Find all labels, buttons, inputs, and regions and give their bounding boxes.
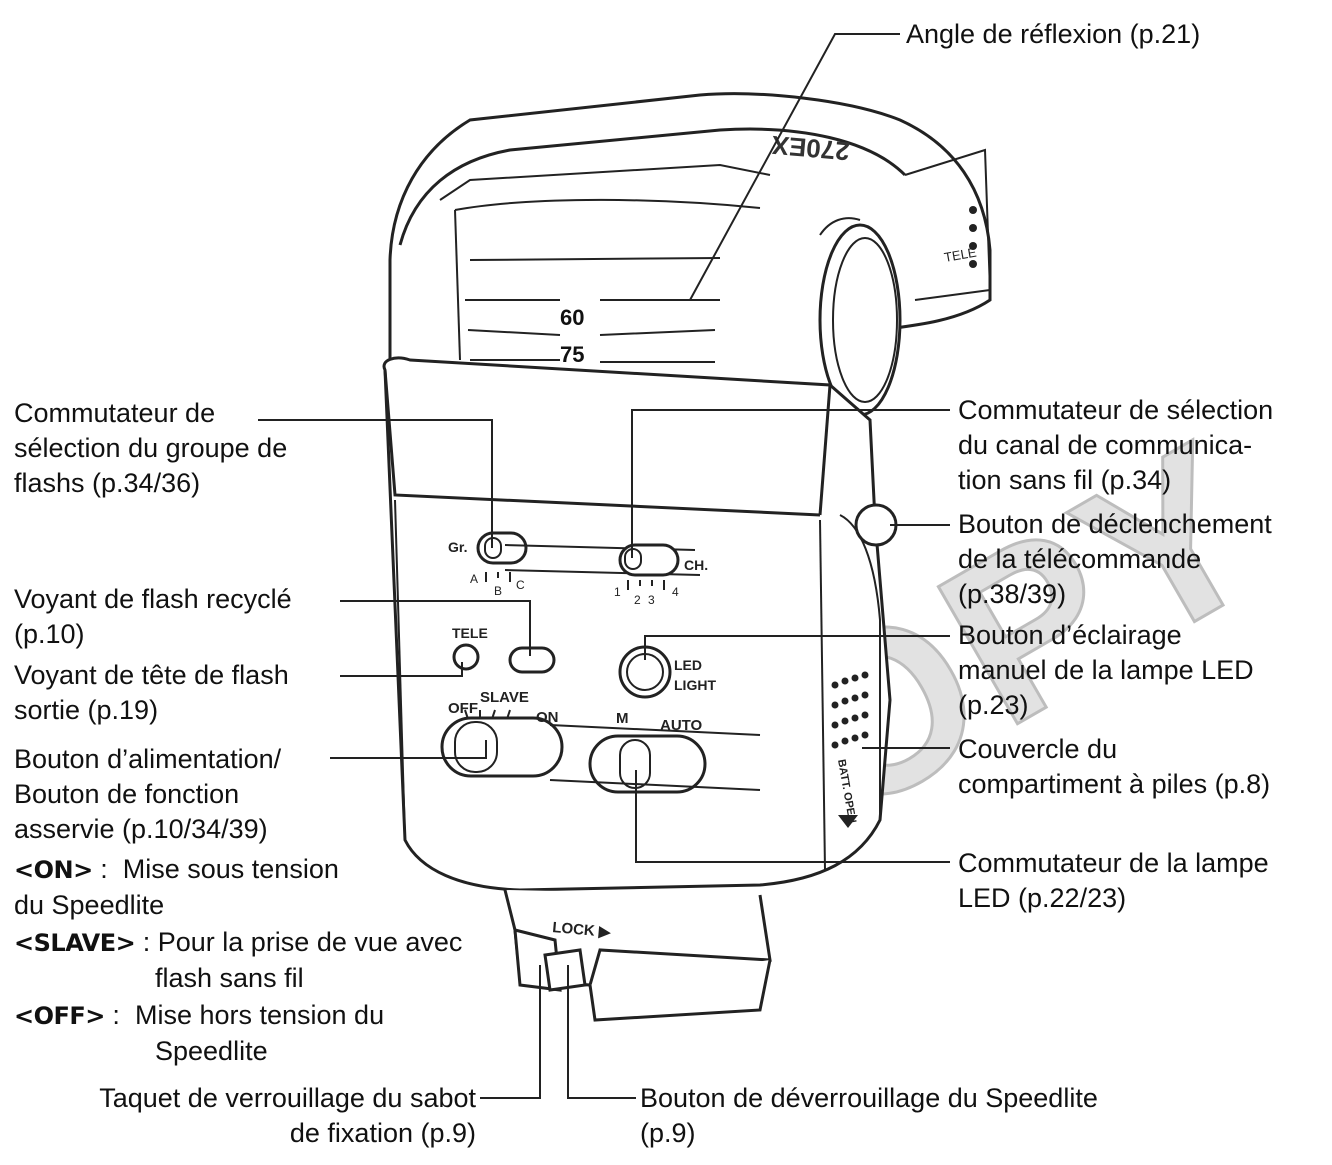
setting-on-key: <ON> [14, 856, 93, 884]
angle-75-marking: 75 [560, 342, 584, 367]
slave-marking: SLAVE [480, 689, 529, 706]
label-bounce-angle: Angle de réflexion (p.21) [906, 19, 1201, 49]
setting-on: <ON> : Mise sous tension [14, 854, 339, 884]
group-b-marking: B [494, 584, 502, 598]
leader-release-button [567, 965, 636, 1099]
leader-bounce-angle [689, 33, 900, 301]
setting-off-key: <OFF> [14, 1002, 105, 1030]
label-release-button: Bouton de déverrouillage du Speedlite (p… [640, 1083, 1098, 1148]
label-recycle-lamp: Voyant de flash recyclé (p.10) [14, 584, 292, 649]
ch-3-marking: 3 [648, 593, 655, 607]
label-power-switch: Bouton d’alimentation/ Bouton de fonctio… [14, 744, 282, 844]
setting-on-cont: du Speedlite [14, 890, 165, 920]
leader-group-switch [258, 419, 493, 548]
leader-led-switch [635, 770, 950, 863]
brand-marking: 270EX [770, 130, 851, 167]
label-battery-cover: Couvercle du compartiment à piles (p.8) [958, 734, 1271, 799]
label-led-switch: Commutateur de la lampe LED (p.22/23) [958, 848, 1269, 913]
off-marking: OFF [448, 700, 478, 717]
label-group-switch: Commutateur de sélection du groupe de fl… [14, 398, 288, 498]
setting-slave-cont: flash sans fil [155, 963, 304, 993]
on-marking: ON [536, 709, 559, 726]
leader-head-lamp [340, 662, 463, 677]
leader-lines [258, 33, 950, 1099]
label-led-button: Bouton d’éclairage manuel de la lampe LE… [958, 620, 1254, 720]
led-marking: LED [674, 657, 702, 673]
ch-4-marking: 4 [672, 585, 679, 599]
gr-marking: Gr. [448, 539, 467, 555]
label-lock-pin: Taquet de verrouillage du sabot de fixat… [99, 1083, 476, 1148]
leader-led-button [644, 635, 950, 660]
leader-recycle-lamp [340, 600, 531, 656]
light-marking: LIGHT [674, 677, 716, 693]
leader-channel-switch [631, 409, 950, 558]
label-channel-switch: Commutateur de sélection du canal de com… [958, 395, 1274, 495]
m-marking: M [616, 710, 629, 727]
flash-body [382, 356, 898, 892]
flash-head [388, 92, 992, 442]
tele-head-marking: TELE [943, 244, 978, 264]
setting-slave-text: Pour la prise de vue avec [157, 927, 463, 957]
angle-60-marking: 60 [560, 305, 584, 330]
setting-on-text: Mise sous tension [122, 854, 339, 884]
setting-off-text: Mise hors tension du [134, 1000, 385, 1030]
setting-off-cont: Speedlite [155, 1036, 268, 1066]
flash-foot [503, 889, 772, 1022]
leader-power-switch [330, 740, 487, 759]
ch-2-marking: 2 [634, 593, 641, 607]
setting-slave-key: <SLAVE> [14, 929, 136, 957]
ch-1-marking: 1 [614, 585, 621, 599]
setting-slave: <SLAVE> : Pour la prise de vue avec [14, 927, 463, 957]
auto-marking: AUTO [660, 717, 703, 734]
ch-marking: CH. [684, 557, 708, 573]
setting-off: <OFF> : Mise hors tension du [14, 1000, 385, 1030]
label-head-lamp: Voyant de tête de flash sortie (p.19) [14, 660, 289, 725]
group-a-marking: A [470, 572, 478, 586]
label-remote-button: Bouton de déclenchement de la télécomman… [958, 509, 1272, 609]
tele-lamp-marking: TELE [452, 625, 488, 641]
leader-lock-pin [480, 965, 541, 1099]
group-c-marking: C [516, 578, 525, 592]
lock-marking: LOCK ▶ [552, 919, 613, 941]
